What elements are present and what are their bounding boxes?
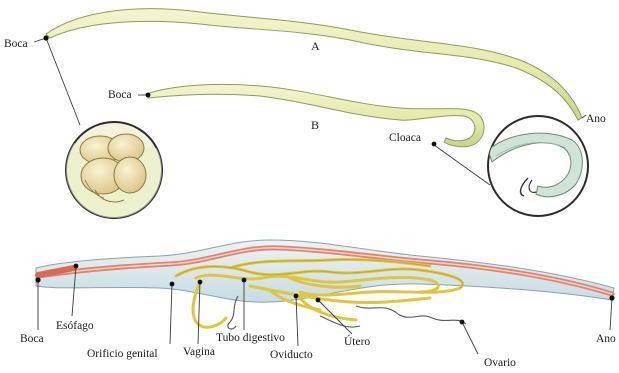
label-boca-b: Boca — [108, 89, 132, 101]
tail-magnification-right — [488, 116, 588, 216]
worm-b-body — [146, 84, 484, 146]
dissected-female-worm — [36, 240, 614, 329]
label-esofago: Esófago — [56, 320, 94, 332]
label-oviducto: Oviducto — [270, 349, 313, 361]
label-worm-a: A — [311, 39, 320, 53]
label-ano-bottom: Ano — [596, 333, 616, 345]
label-worm-b: B — [311, 118, 319, 132]
label-ano-a: Ano — [586, 113, 606, 125]
label-boca-a: Boca — [4, 38, 28, 50]
lip-bottom-right — [114, 157, 146, 193]
label-ovario: Ovario — [484, 357, 516, 369]
label-utero: Útero — [344, 334, 370, 348]
label-boca-bottom: Boca — [20, 333, 44, 345]
label-tubo-digestivo: Tubo digestivo — [216, 332, 285, 344]
head-magnification-left — [66, 122, 162, 220]
label-vagina: Vagina — [183, 346, 215, 358]
label-cloaca: Cloaca — [389, 132, 421, 144]
label-orificio-genital: Orificio genital — [87, 348, 158, 360]
worm-b-male — [146, 84, 484, 146]
